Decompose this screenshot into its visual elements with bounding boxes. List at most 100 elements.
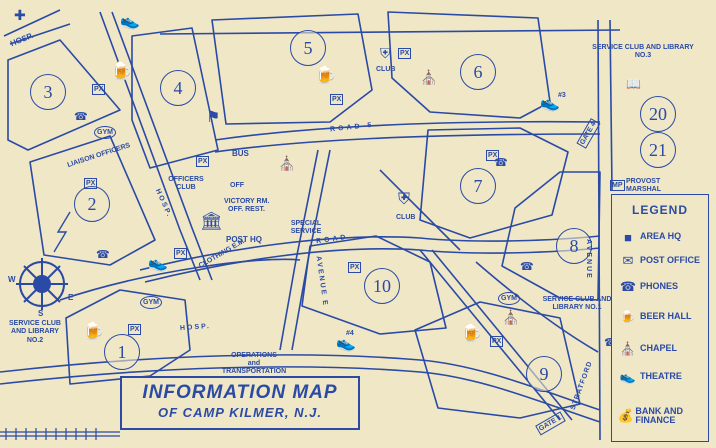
legend-item-beer-hall: 🍺 BEER HALL — [616, 305, 708, 329]
area-8-label: 8 — [556, 228, 592, 264]
road-hosp-bottom — [59, 258, 301, 301]
chapel-icon: ⛪ — [619, 341, 637, 356]
beer-mug-icon: 🍺 — [82, 321, 105, 341]
special-service-label: SPECIAL SERVICE — [290, 220, 322, 236]
area-10-label: 10 — [364, 268, 400, 304]
avenue-label: AVENUE — [584, 239, 592, 280]
px-badge: PX — [128, 324, 142, 335]
lightning-icon — [53, 211, 71, 253]
compass-w-label: W — [8, 275, 16, 284]
phone-icon: ☎ — [74, 111, 88, 123]
avenue-left-b — [111, 11, 213, 281]
chapel-icon: ⛪ — [278, 155, 296, 171]
chapel-icon: ⛪ — [502, 309, 520, 325]
flag-icon: ⚑ — [206, 109, 221, 126]
avenue-right-b — [609, 19, 613, 191]
theatre-icon: 👟 — [619, 369, 637, 384]
area-6-label: 6 — [460, 54, 496, 90]
operations-label: OPERATIONS — [231, 352, 277, 359]
area-5-boundary — [211, 13, 373, 125]
area-3-label: 3 — [30, 74, 66, 110]
club-shield-icon: ⛨ — [380, 45, 391, 61]
phone-icon: ☎ — [604, 338, 618, 349]
off-label: OFF — [230, 182, 244, 189]
money-bag-icon: 💰 — [617, 408, 634, 423]
area-3-boundary — [7, 39, 121, 151]
area-1-boundary — [65, 289, 191, 385]
phone-icon: ☎ — [619, 279, 637, 294]
compass-s-label: S — [38, 309, 44, 318]
area-20-label: 20 — [640, 96, 676, 132]
avenue-center — [279, 149, 319, 351]
area-7-label: 7 — [460, 168, 496, 204]
post-hq-building-icon: 🏛 — [200, 211, 223, 231]
legend: LEGEND ■ AREA HQ ✉ POST OFFICE ☎ PHONES … — [611, 194, 709, 442]
road-diag-br-b — [431, 249, 573, 421]
beer-mug-icon: 🍺 — [619, 309, 637, 324]
phone-icon: ☎ — [520, 261, 534, 273]
avenue-left — [99, 11, 201, 281]
px-badge: PX — [84, 178, 98, 189]
px-badge: PX — [330, 94, 344, 105]
avenue-center-b — [291, 149, 331, 351]
map-subtitle: OF CAMP KILMER, N.J. — [158, 405, 322, 420]
gym-badge: GYM — [140, 296, 162, 309]
area-7-boundary — [419, 127, 569, 239]
area-1-label: 1 — [104, 334, 140, 370]
theatre-3-label: #3 — [558, 92, 566, 99]
px-badge: PX — [174, 248, 188, 259]
road-bottom-curve-b — [0, 366, 601, 423]
road-middle-b — [144, 247, 601, 283]
compass-e-label: E — [68, 293, 74, 302]
px-badge: PX — [490, 336, 504, 347]
phone-icon: ☎ — [494, 157, 508, 169]
area-21-label: 21 — [640, 132, 676, 168]
px-badge: PX — [398, 48, 412, 59]
provost-label: PROVOST MARSHAL — [626, 178, 661, 194]
road-main-ew — [3, 9, 61, 37]
theatre-icon: 👟 — [540, 95, 560, 112]
gym-badge: GYM — [498, 292, 520, 305]
road-stratford — [475, 261, 599, 353]
book-icon: 📖 — [626, 77, 641, 91]
road-5 — [214, 120, 601, 141]
bus-label: BUS — [232, 149, 249, 158]
officers-club-label: OFFICERS CLUB — [168, 176, 204, 192]
area-4-label: 4 — [160, 70, 196, 106]
railroad-icon — [0, 428, 120, 440]
avenue-right — [597, 19, 601, 441]
beer-mug-icon: 🍺 — [460, 323, 483, 343]
chapel-icon: ⛪ — [420, 69, 438, 85]
area-9-label: 9 — [526, 356, 562, 392]
service-club-3-label: SERVICE CLUB AND LIBRARY NO.3 — [592, 44, 694, 60]
theatre-icon: 👟 — [148, 255, 168, 272]
post-office-icon: ✉ — [622, 253, 634, 268]
mp-badge: MP — [610, 180, 625, 191]
victory-label: VICTORY RM. — [224, 198, 270, 205]
legend-item-theatre: 👟 THEATRE — [616, 365, 708, 389]
area-8-boundary — [501, 171, 601, 301]
service-club-2-label: SERVICE CLUB AND LIBRARY NO.2 — [9, 320, 61, 344]
area-5-label: 5 — [290, 30, 326, 66]
legend-item-chapel: ⛪ CHAPEL — [616, 337, 708, 361]
club-label-b: CLUB — [396, 214, 416, 221]
road-diag-mid — [379, 169, 461, 251]
beer-mug-icon: 🍺 — [314, 65, 337, 85]
area-6-boundary — [387, 11, 551, 119]
hospital-cross-icon: ✚ — [14, 7, 26, 23]
area-2-boundary — [29, 135, 156, 266]
legend-item-post-office: ✉ POST OFFICE — [616, 249, 708, 273]
compass-rose-icon — [16, 258, 68, 310]
road-middle — [139, 235, 601, 271]
title-box: INFORMATION MAP OF CAMP KILMER, N.J. — [120, 376, 360, 430]
px-badge: PX — [348, 262, 362, 273]
area-2-label: 2 — [74, 186, 110, 222]
area-hq-icon: ■ — [624, 229, 632, 245]
legend-item-phones: ☎ PHONES — [616, 275, 708, 299]
operations-and-label: AND — [247, 360, 261, 367]
theatre-icon: 👟 — [336, 335, 356, 352]
phone-icon: ☎ — [96, 249, 110, 261]
legend-item-bank: 💰 BANK AND FINANCE — [617, 405, 684, 425]
area-10-boundary — [301, 235, 447, 335]
